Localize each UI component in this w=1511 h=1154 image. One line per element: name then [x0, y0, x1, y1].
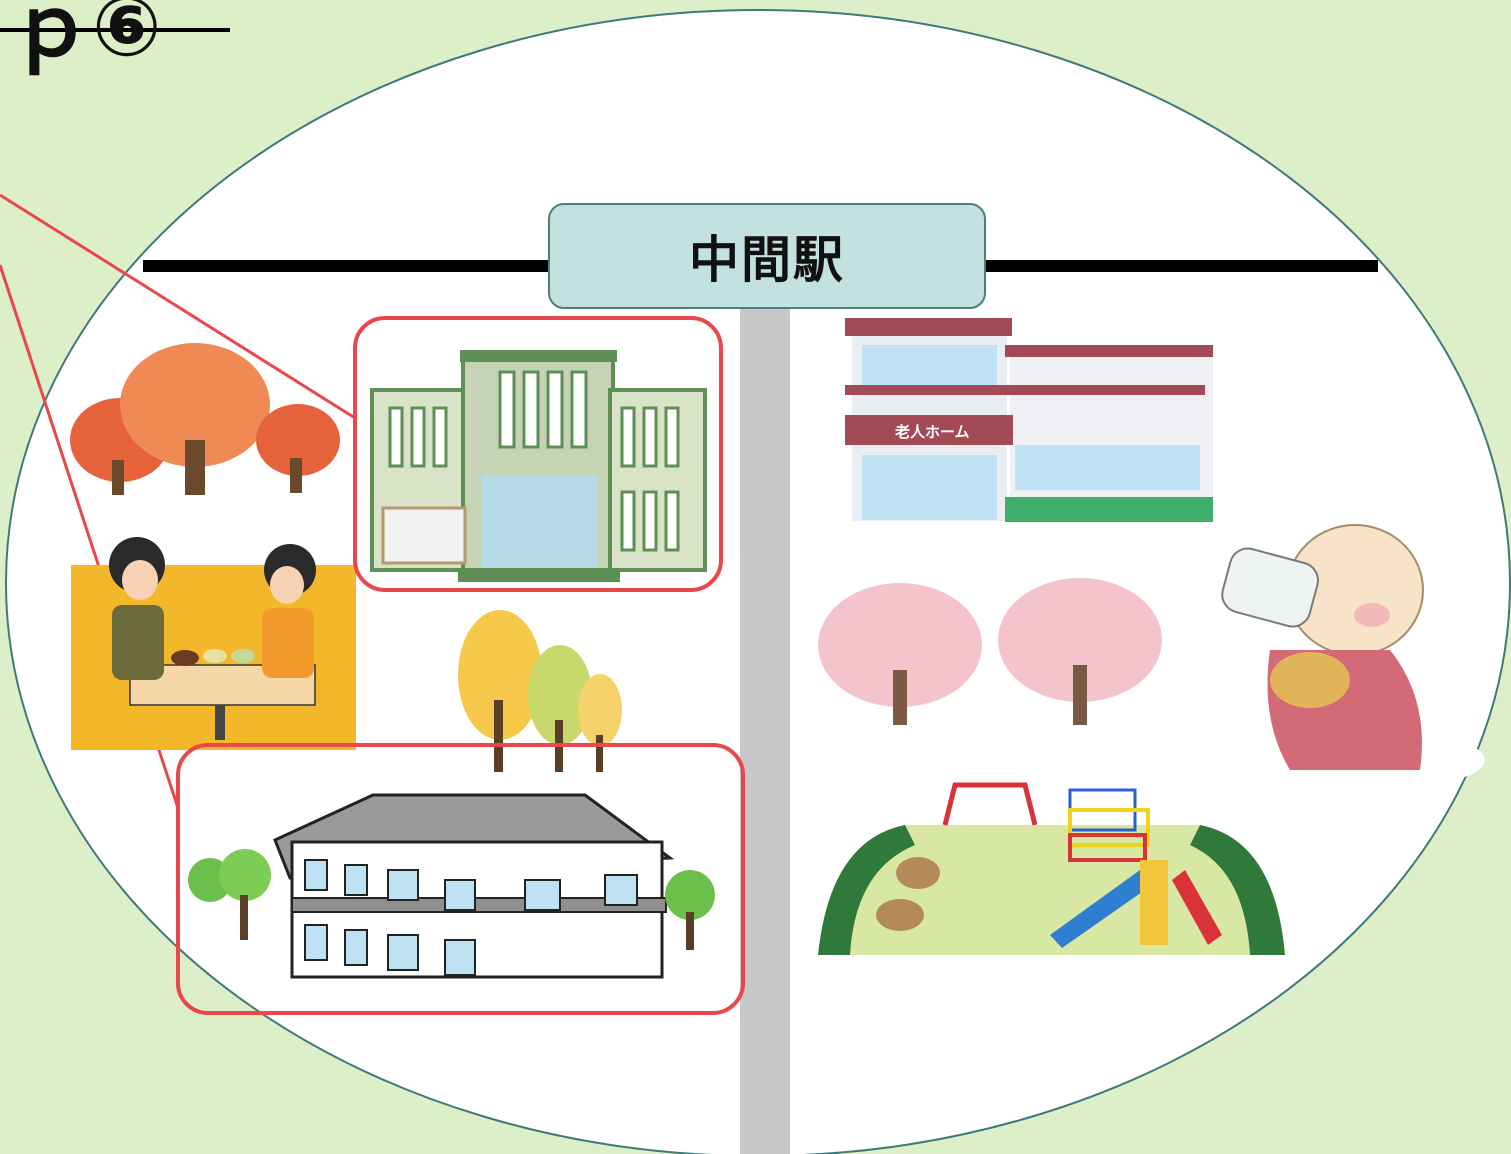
- station-name-label: 中間駅: [548, 203, 986, 309]
- cherry-blossom-trees-icon: [818, 578, 1162, 725]
- baby-drinking-icon: [1221, 524, 1485, 790]
- autumn-trees-icon: [70, 343, 340, 495]
- pointer-line-1: [0, 193, 356, 420]
- apartment-building-icon: [188, 793, 715, 979]
- road: [740, 305, 790, 1154]
- nursing-home-sign: 老人ホーム: [894, 423, 970, 441]
- highlight-city-hall: [353, 316, 723, 592]
- yellow-trees-icon: [458, 610, 622, 772]
- city-hall-building-icon: [370, 350, 707, 582]
- highlight-apartment: [176, 743, 745, 1015]
- nursing-home-building-icon: [845, 318, 1213, 522]
- railway-left: [143, 260, 553, 272]
- restaurant-couple-icon: [71, 537, 356, 750]
- railway-right: [985, 260, 1378, 272]
- corner-title-fragment: ｐ⑥: [10, 0, 162, 75]
- playground-icon: [818, 782, 1285, 955]
